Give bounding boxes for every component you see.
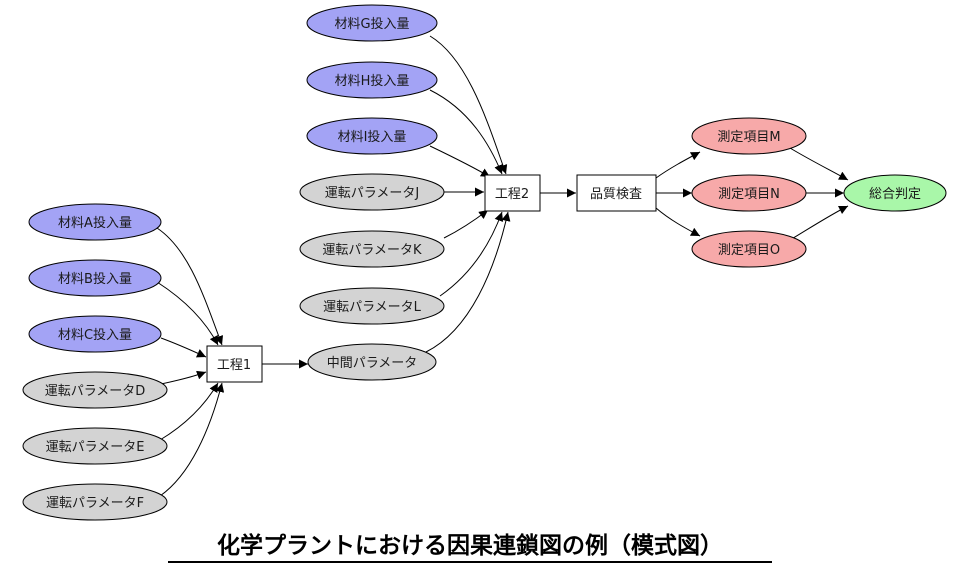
node-label: 材料H投入量 bbox=[335, 73, 410, 89]
edge-paramE-proc1 bbox=[159, 382, 219, 441]
node-label: 運転パラメータL bbox=[323, 300, 422, 315]
node-material-i[interactable]: 材料I投入量 bbox=[306, 117, 438, 155]
node-label: 運転パラメータJ bbox=[325, 186, 419, 201]
node-label: 測定項目O bbox=[718, 243, 780, 258]
node-overall-judgement[interactable]: 総合判定 bbox=[843, 174, 947, 212]
edge-matI-proc2 bbox=[429, 145, 491, 178]
node-param-d[interactable]: 運転パラメータD bbox=[22, 371, 168, 409]
edge-matG-proc2 bbox=[429, 35, 508, 175]
edge-measM-overall bbox=[789, 147, 849, 181]
node-measurement-o[interactable]: 測定項目O bbox=[691, 230, 807, 268]
node-material-h[interactable]: 材料H投入量 bbox=[306, 61, 438, 99]
node-material-a[interactable]: 材料A投入量 bbox=[28, 203, 162, 241]
node-label: 工程2 bbox=[495, 187, 529, 202]
figure-caption: 化学プラントにおける因果連鎖図の例（模式図） bbox=[168, 531, 772, 563]
node-label: 運転パラメータE bbox=[46, 440, 145, 455]
node-process-2[interactable]: 工程2 bbox=[484, 174, 541, 212]
node-material-b[interactable]: 材料B投入量 bbox=[28, 259, 162, 297]
node-label: 材料A投入量 bbox=[58, 215, 132, 231]
node-param-k[interactable]: 運転パラメータK bbox=[299, 230, 445, 268]
edge-qc-measO bbox=[655, 207, 701, 237]
edge-measO-overall bbox=[789, 205, 849, 241]
node-label: 測定項目N bbox=[718, 187, 780, 202]
node-label: 運転パラメータK bbox=[322, 243, 422, 258]
node-material-c[interactable]: 材料C投入量 bbox=[28, 315, 162, 353]
node-process-1[interactable]: 工程1 bbox=[206, 345, 263, 383]
edges bbox=[156, 35, 849, 497]
node-quality-inspection[interactable]: 品質検査 bbox=[576, 174, 657, 212]
edge-matC-proc1 bbox=[160, 337, 207, 358]
edge-matA-proc1 bbox=[156, 227, 224, 346]
node-label: 工程1 bbox=[217, 358, 251, 373]
node-label: 材料C投入量 bbox=[58, 327, 132, 343]
edge-paramF-proc1 bbox=[159, 382, 225, 497]
edge-qc-measM bbox=[655, 151, 701, 179]
node-label: 材料I投入量 bbox=[338, 129, 407, 145]
edge-paramD-proc1 bbox=[160, 370, 207, 385]
node-measurement-m[interactable]: 測定項目M bbox=[691, 117, 807, 155]
node-param-j[interactable]: 運転パラメータJ bbox=[299, 173, 445, 211]
node-label: 運転パラメータF bbox=[46, 496, 144, 511]
node-label: 総合判定 bbox=[869, 187, 921, 202]
node-label: 測定項目M bbox=[717, 130, 780, 145]
edge-paramK-proc2 bbox=[443, 209, 489, 239]
node-label: 運転パラメータD bbox=[45, 384, 146, 399]
node-param-f[interactable]: 運転パラメータF bbox=[22, 483, 168, 521]
node-param-l[interactable]: 運転パラメータL bbox=[299, 287, 445, 325]
edge-matH-proc2 bbox=[429, 89, 503, 175]
node-label: 材料G投入量 bbox=[334, 16, 409, 32]
node-intermediate-param[interactable]: 中間パラメータ bbox=[307, 343, 437, 381]
node-measurement-n[interactable]: 測定項目N bbox=[691, 174, 807, 212]
node-param-e[interactable]: 運転パラメータE bbox=[22, 427, 168, 465]
edge-matB-proc1 bbox=[156, 281, 219, 346]
node-label: 中間パラメータ bbox=[327, 356, 418, 371]
edge-paramL-proc2 bbox=[439, 211, 504, 297]
node-material-g[interactable]: 材料G投入量 bbox=[306, 4, 438, 42]
node-label: 材料B投入量 bbox=[58, 271, 132, 287]
edge-mid-proc2 bbox=[425, 211, 511, 353]
node-label: 品質検査 bbox=[590, 187, 642, 202]
